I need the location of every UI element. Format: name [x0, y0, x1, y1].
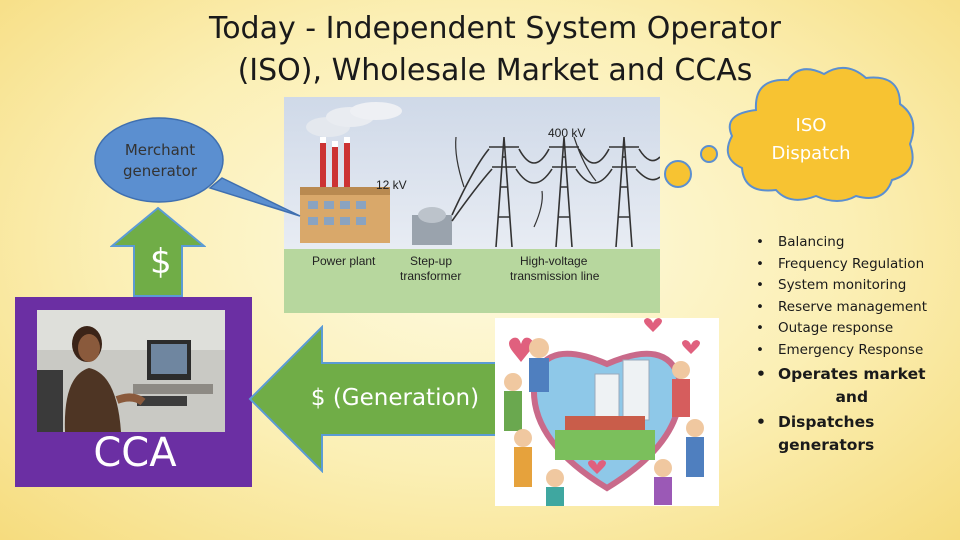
list-item: • Balancing [756, 232, 956, 254]
diagram-label-transformer: transformer [400, 269, 461, 283]
iso-line-1: ISO [795, 115, 827, 136]
bullet-dot: • [756, 234, 764, 250]
bullet-text: and [835, 388, 869, 406]
bullet-dot: • [756, 365, 766, 383]
slide-title: Today - Independent System Operator (ISO… [150, 8, 840, 92]
operator-photo [37, 310, 225, 432]
bullet-text: Dispatches [778, 413, 875, 431]
cca-label: CCA [93, 430, 177, 476]
bullet-text: generators [778, 436, 875, 454]
merchant-speech-bubble [94, 117, 301, 217]
thought-dot-small [700, 145, 718, 163]
list-item: • Dispatches generators [756, 411, 956, 457]
diagram-label-high-voltage: High-voltage [520, 254, 588, 268]
bullet-dot: • [756, 277, 764, 293]
list-item: • Frequency Regulation [756, 254, 956, 276]
bullet-text: Balancing [778, 234, 845, 250]
merchant-line-2: generator [122, 162, 198, 180]
list-item: • Reserve management [756, 297, 956, 319]
bullet-dot: • [756, 255, 764, 272]
kv-label-12: 12 kV [376, 178, 407, 192]
diagram-label-step-up: Step-up [410, 254, 452, 268]
bullet-text: Outage response [778, 320, 894, 336]
bullet-dot: • [756, 298, 764, 315]
title-line-1: Today - Independent System Operator [208, 11, 782, 46]
power-plant-diagram: 400 kV 12 kV Power plant Step-up transfo… [284, 97, 660, 313]
thought-dot-large [664, 160, 692, 188]
merchant-line-1: Merchant [124, 141, 196, 159]
merchant-generator-label: Merchant generator [98, 140, 222, 182]
bullet-text: Reserve management [778, 298, 927, 315]
community-illustration [495, 318, 719, 506]
list-item: • Operates market and [756, 363, 956, 409]
kv-label-400: 400 kV [548, 126, 585, 140]
payment-up-arrow [110, 206, 206, 297]
bullet-text: Operates market [778, 365, 926, 383]
diagram-label-transmission-line: transmission line [510, 269, 600, 283]
iso-line-2: Dispatch [771, 143, 851, 164]
title-line-2: (ISO), Wholesale Market and CCAs [237, 53, 753, 88]
list-item: • Emergency Response [756, 340, 956, 362]
bullet-dot: • [756, 320, 764, 336]
bullet-text: Emergency Response [778, 341, 924, 358]
iso-dispatch-label: ISO Dispatch [740, 112, 882, 168]
iso-responsibilities-list: • Balancing • Frequency Regulation • System… [756, 232, 956, 457]
bullet-dot: • [756, 341, 764, 358]
up-arrow-dollar-label: $ [150, 242, 172, 282]
generation-arrow-label: $ (Generation) [310, 385, 480, 411]
list-item: • System monitoring [756, 275, 956, 297]
iso-dispatch-cloud [726, 67, 915, 202]
bullet-text: System monitoring [778, 277, 907, 293]
list-item: • Outage response [756, 318, 956, 340]
bullet-dot: • [756, 413, 766, 431]
bullet-text: Frequency Regulation [778, 255, 925, 272]
diagram-label-power-plant: Power plant [312, 254, 376, 268]
